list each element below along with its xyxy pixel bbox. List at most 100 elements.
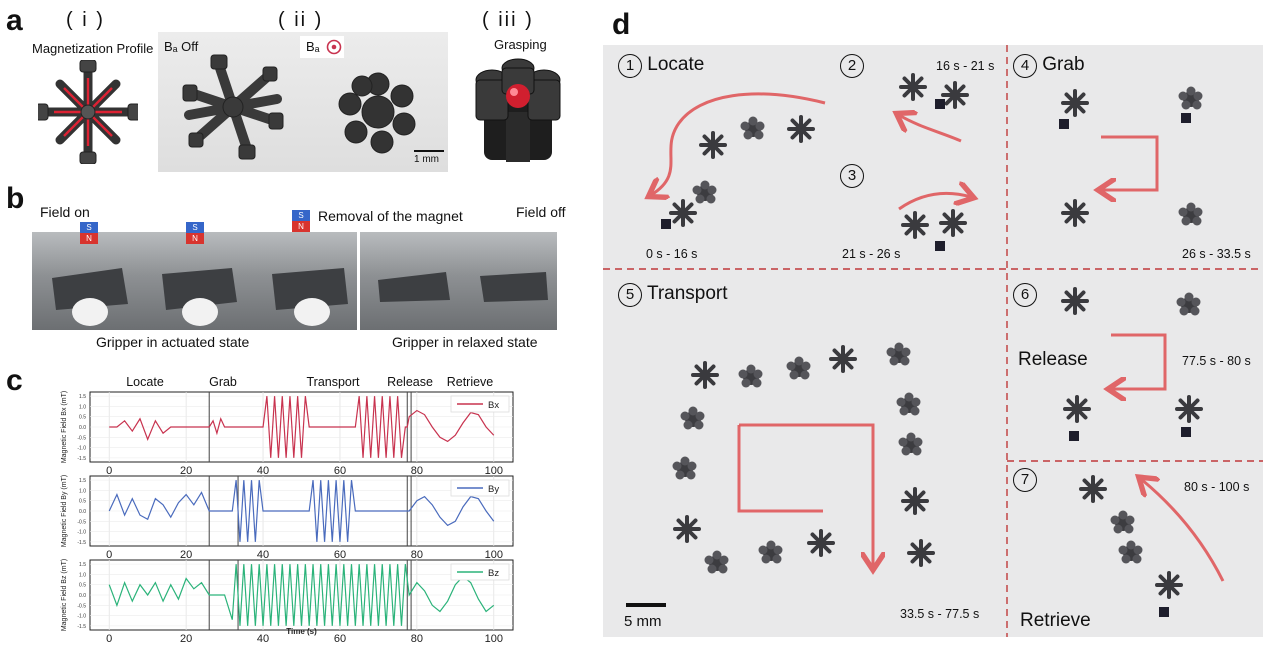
step-7-label: Retrieve (1020, 610, 1091, 631)
x-tick-label: 80 (411, 465, 423, 477)
phase-label: Locate (126, 375, 164, 389)
step-1-number: 1 (618, 54, 642, 78)
legend-label: Bz (488, 568, 499, 579)
actuated-caption: Gripper in actuated state (96, 334, 250, 350)
x-tick-label: 20 (180, 549, 192, 561)
panel-label-c: c (6, 364, 23, 397)
x-tick-label: 60 (334, 633, 346, 645)
x-tick-label: 20 (180, 465, 192, 477)
y-tick-label: 0.0 (79, 425, 86, 431)
step-1-time: 0 s - 16 s (646, 247, 698, 261)
magnet-n: N (292, 221, 310, 232)
y-tick-label: -0.5 (77, 519, 86, 525)
y-tick-label: 0.0 (79, 593, 86, 599)
step-2-number: 2 (840, 54, 864, 78)
x-tick-label: 100 (485, 549, 503, 561)
step-7-title: 7 (1013, 468, 1037, 492)
step-6-number: 6 (1013, 283, 1037, 307)
y-tick-label: -1.5 (77, 624, 86, 630)
magnet-n: N (80, 233, 98, 244)
y-axis-label: Magnetic Field By (mT) (61, 475, 68, 547)
step-1-title: 1 Locate (618, 54, 704, 78)
step-3-title: 3 (840, 164, 864, 188)
d-scale-label: 5 mm (624, 613, 662, 630)
x-tick-label: 100 (485, 633, 503, 645)
step-3-time: 21 s - 26 s (842, 247, 901, 261)
step-3-number: 3 (840, 164, 864, 188)
step-4-label: Grab (1042, 54, 1085, 75)
x-tick-label: 40 (257, 549, 269, 561)
y-tick-label: 0.0 (79, 509, 86, 515)
d-scale-bar (626, 603, 666, 607)
x-tick-label: 100 (485, 465, 503, 477)
magnet-icon: S N (292, 210, 310, 232)
step-5-title: 5 Transport (618, 283, 728, 307)
d-photo-grid (603, 45, 1263, 637)
legend-label: By (488, 484, 499, 495)
x-tick-label: 0 (106, 549, 112, 561)
phase-label: Transport (306, 375, 360, 389)
series-line-bz (108, 564, 495, 626)
magnet-icon: S N (186, 222, 204, 244)
grasping-label: Grasping (494, 37, 547, 52)
step-1-label: Locate (647, 54, 705, 75)
step-2-title: 2 (840, 54, 864, 78)
step-5-number: 5 (618, 283, 642, 307)
relaxed-photo (360, 232, 557, 330)
field-off-label: Field off (516, 204, 566, 220)
step-7-number: 7 (1013, 468, 1037, 492)
y-tick-label: -1.0 (77, 614, 86, 620)
step-7-time: 80 s - 100 s (1184, 480, 1250, 494)
x-tick-label: 60 (334, 465, 346, 477)
x-tick-label: 0 (106, 465, 112, 477)
y-tick-label: -0.5 (77, 603, 86, 609)
magnet-icon: S N (80, 222, 98, 244)
ba-on-tag: Bₐ (300, 36, 344, 58)
a-ii-photo (158, 32, 448, 172)
y-tick-label: -1.5 (77, 540, 86, 546)
a-iii-label: ( iii ) (482, 9, 534, 31)
y-axis-label: Magnetic Field Bx (mT) (61, 391, 68, 463)
y-tick-label: 1.5 (79, 562, 86, 568)
y-tick-label: 0.5 (79, 583, 86, 589)
y-tick-label: 1.0 (79, 572, 86, 578)
relaxed-caption: Gripper in relaxed state (392, 334, 538, 350)
magnet-s: S (186, 222, 204, 233)
x-tick-label: 60 (334, 549, 346, 561)
phase-label: Grab (209, 375, 237, 389)
a-ii-label: ( ii ) (278, 9, 324, 31)
step-6-label: Release (1018, 349, 1088, 370)
legend-label: Bx (488, 400, 499, 411)
y-tick-label: 0.5 (79, 499, 86, 505)
step-4-number: 4 (1013, 54, 1037, 78)
y-tick-label: -1.0 (77, 530, 86, 536)
magnet-s: S (292, 210, 310, 221)
x-tick-label: 0 (106, 633, 112, 645)
magnet-s: S (80, 222, 98, 233)
ba-off-label: Bₐ Off (164, 39, 199, 54)
step-4-title: 4 Grab (1013, 54, 1085, 78)
field-out-of-plane-icon (326, 39, 342, 55)
x-tick-label: 20 (180, 633, 192, 645)
step-5-time: 33.5 s - 77.5 s (900, 607, 980, 621)
a-scale-label: 1 mm (414, 154, 439, 165)
phase-label: Retrieve (447, 375, 494, 389)
magnetization-profile-diagram (35, 59, 141, 165)
y-tick-label: -1.0 (77, 446, 86, 452)
panel-label-a: a (6, 4, 23, 37)
magnet-n: N (186, 233, 204, 244)
d-overlay (603, 45, 1263, 637)
x-tick-label: 80 (411, 633, 423, 645)
actuated-photo (32, 232, 357, 330)
y-tick-label: 1.5 (79, 394, 86, 400)
step-4-time: 26 s - 33.5 s (1182, 247, 1251, 261)
step-6-title: 6 (1013, 283, 1037, 307)
y-tick-label: 0.5 (79, 415, 86, 421)
ba-on-label: Bₐ (306, 39, 320, 54)
grasping-render (466, 56, 570, 166)
a-scale-bar (414, 150, 444, 152)
step-6-time: 77.5 s - 80 s (1182, 354, 1251, 368)
y-tick-label: 1.5 (79, 478, 86, 484)
